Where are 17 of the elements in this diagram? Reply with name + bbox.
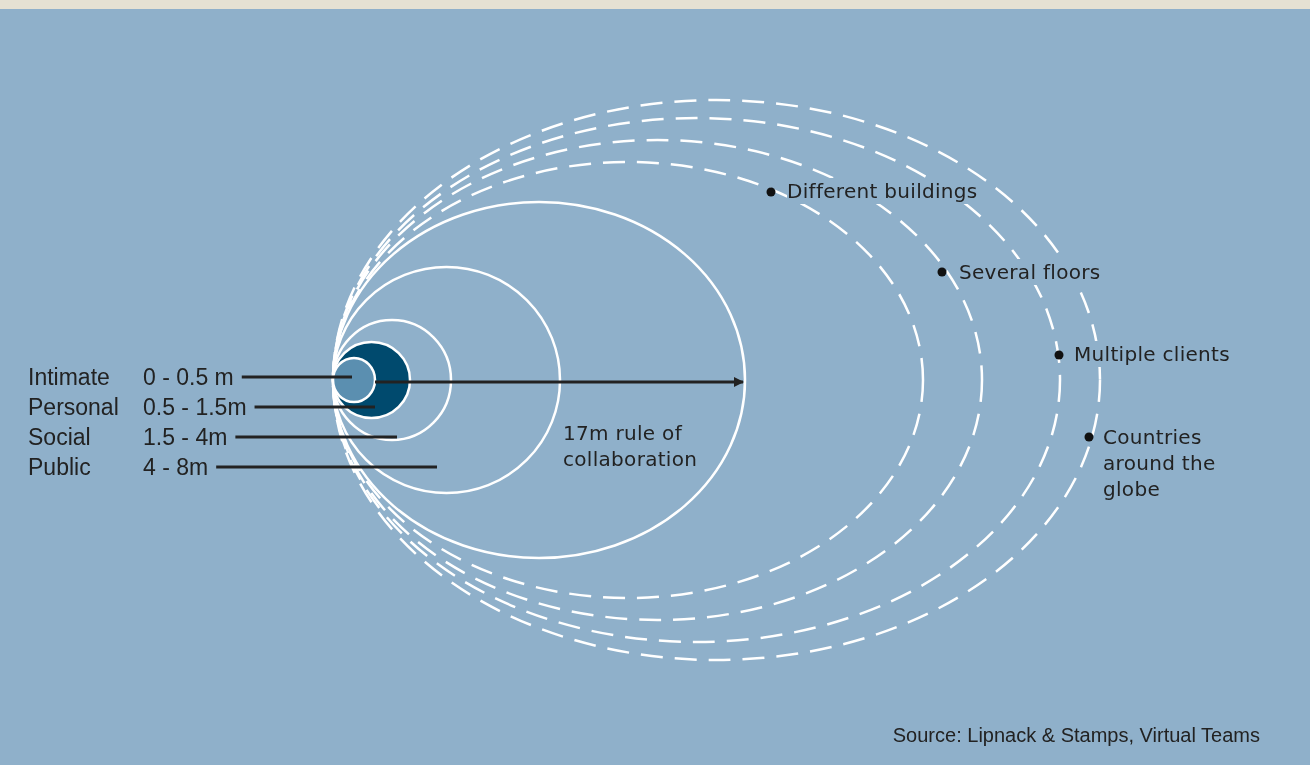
zone-name: Personal bbox=[28, 393, 120, 422]
leader-line bbox=[235, 435, 397, 439]
distance-range: 1.5 - 4m bbox=[143, 423, 228, 452]
leader-line bbox=[254, 405, 375, 409]
leader-line bbox=[241, 375, 352, 379]
zone-name: Public bbox=[28, 453, 92, 482]
location-label: Several floors bbox=[959, 259, 1101, 285]
location-label: Multiple clients bbox=[1074, 341, 1230, 367]
rule-label: 17m rule of collaboration bbox=[563, 420, 699, 472]
distance-range: 0.5 - 1.5m bbox=[143, 393, 247, 422]
location-label: Different buildings bbox=[787, 178, 978, 204]
distance-range: 0 - 0.5 m bbox=[143, 363, 234, 392]
zone-name: Intimate bbox=[28, 363, 111, 392]
leader-line bbox=[216, 465, 437, 469]
zone-name: Social bbox=[28, 423, 92, 452]
distance-range: 4 - 8m bbox=[143, 453, 209, 482]
source-caption: Source: Lipnack & Stamps, Virtual Teams bbox=[892, 724, 1260, 747]
